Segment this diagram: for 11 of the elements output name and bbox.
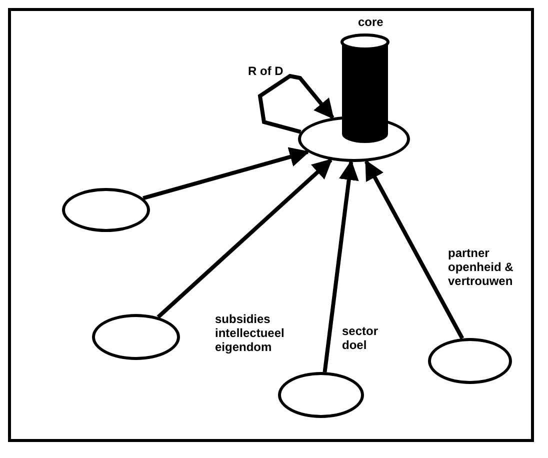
node-caption: core (358, 15, 384, 29)
arrow (322, 160, 359, 372)
edge-label: partner openheid & vertrouwen (448, 246, 514, 288)
self-loop-arrow (258, 74, 334, 134)
edge-label: R of D (248, 64, 284, 78)
arrow (142, 147, 310, 200)
ellipse-node (62, 188, 150, 232)
edge-label: subsidies intellectueel eigendom (215, 312, 286, 354)
cylinder-shape (340, 33, 390, 145)
edge-label: sector doel (342, 324, 380, 352)
arrow (364, 160, 464, 340)
